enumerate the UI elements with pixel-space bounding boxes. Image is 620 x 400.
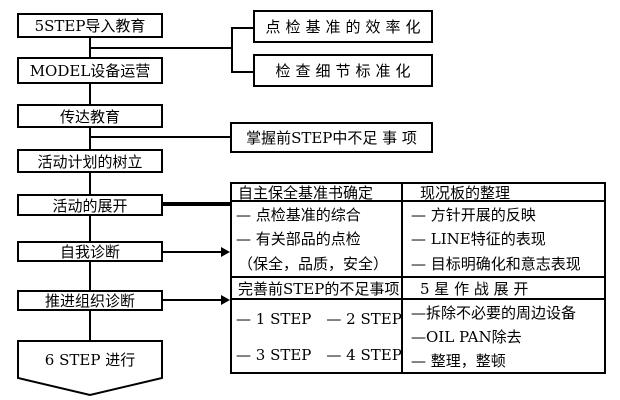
pentagon-shape-icon [17,340,163,397]
table-header-5star: 5 星 作 战 展 开 [403,278,604,300]
callout-previous-step-gaps: 掌握前STEP中不足 事 项 [230,122,433,153]
arrowhead-icon [221,295,230,305]
flow-step-5step-education: 5STEP导入教育 [17,13,163,38]
bracket-line [231,71,254,73]
table-body-previous-step: — 1 STEP — 2 STEP — 3 STEP — 4 STEP [232,300,403,372]
flow-terminal-label: 6 STEP 进行 [44,351,136,369]
bracket-line [231,27,254,29]
callout-inspection-efficiency: 点检基准的效率化 [253,10,433,43]
table-header-status-board: 现况板的整理 [403,184,604,202]
table-header-standard-book: 自主保全基准书确定 [232,184,403,202]
table-item: —拆除不必要的周边设备 [411,303,577,322]
flow-step-activity-plan: 活动计划的树立 [17,149,163,173]
table-item: （保全，品质，安全） [238,255,389,274]
detail-table: 自主保全基准书确定 现况板的整理 — 点检基准的综合 — 有关部品的点检 （保全… [230,182,606,374]
connector-line [89,262,91,290]
table-body-5star: —拆除不必要的周边设备 —OIL PAN除去 — 整理，整顿 [403,300,604,372]
flow-step-activity-deploy: 活动的展开 [17,194,163,216]
flow-step-self-diagnosis: 自我诊断 [17,241,163,262]
bold-connector-line [163,202,230,206]
bracket-line [231,27,233,73]
callout-check-standardization: 检查细节标准化 [253,54,433,87]
connector-line [90,136,230,138]
table-header-previous-step: 完善前STEP的不足事项 [232,278,403,300]
connector-line [90,47,233,49]
arrowhead-icon [221,247,230,257]
flow-step-training: 传达教育 [17,104,163,128]
table-item: — 1 STEP — 2 STEP [236,309,402,328]
connector-line [89,311,91,340]
table-body-status-board: — 方针开展的反映 — LINE特征的表现 — 目标明确化和意志表现 [403,202,604,278]
arrow-connector-line [163,299,222,301]
table-item: — 方针开展的反映 [411,205,536,224]
arrow-connector-line [163,251,222,253]
connector-line [89,173,91,194]
table-item: — 点检基准的综合 [236,205,361,224]
table-item: — 整理，整顿 [411,351,506,370]
connector-line [89,216,91,241]
connector-line [89,128,91,149]
table-item: — LINE特征的表现 [411,230,546,249]
flow-step-model-equipment: MODEL设备运营 [17,57,163,84]
flow-step-org-diagnosis: 推进组织诊断 [17,290,163,311]
table-item: — 目标明确化和意志表现 [411,255,581,274]
table-item: — 3 STEP — 4 STEP [236,345,402,364]
connector-line [89,84,91,104]
flow-terminal-6step: 6 STEP 进行 [17,340,163,398]
table-item: — 有关部品的点检 [236,230,361,249]
table-item: —OIL PAN除去 [411,327,522,346]
table-body-standard-book: — 点检基准的综合 — 有关部品的点检 （保全，品质，安全） [232,202,403,278]
